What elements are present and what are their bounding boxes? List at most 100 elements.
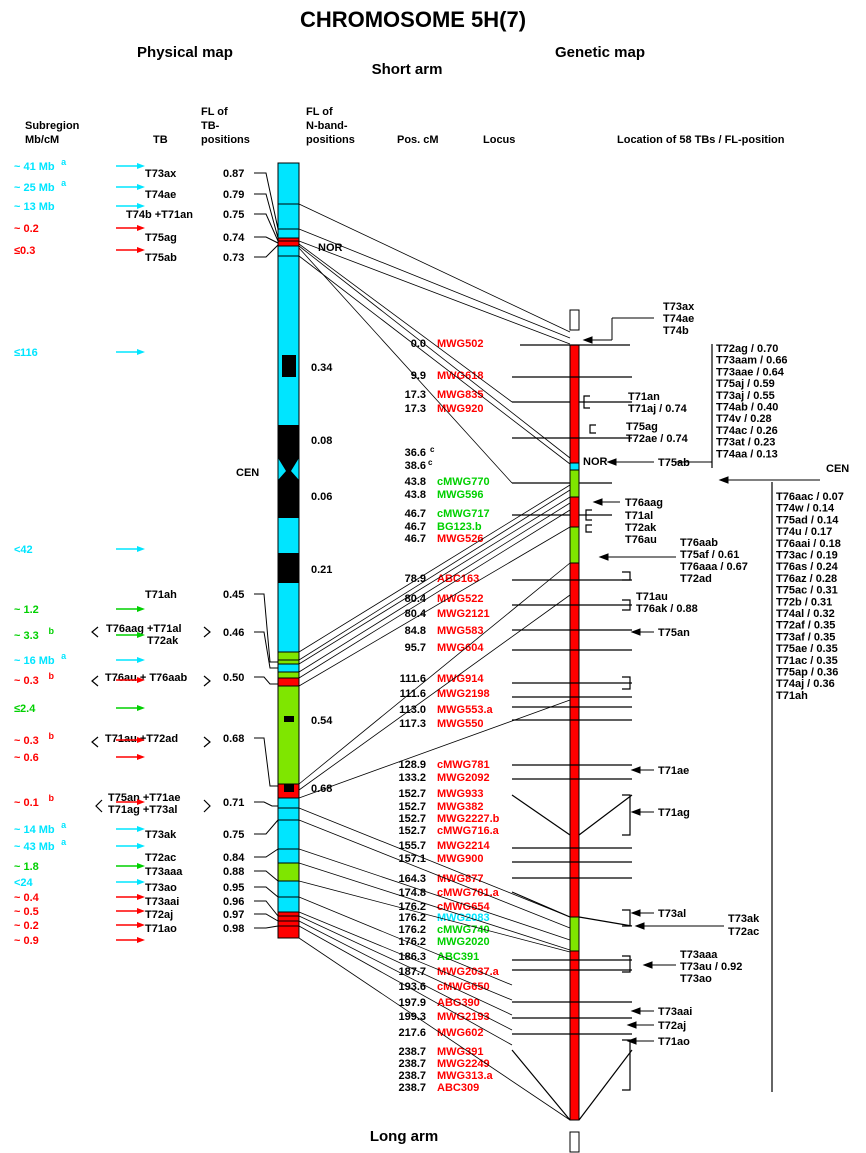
- genetic-markers: [511, 344, 633, 1121]
- locus-position: 176.2: [398, 924, 426, 936]
- tb-location-label: T73ac / 0.19: [776, 550, 838, 562]
- tb-location-label: T75ag: [626, 421, 658, 433]
- locus-header: Locus: [483, 134, 515, 146]
- locus-name: MWG2193: [437, 1011, 490, 1023]
- tb-location-label: T75ad / 0.14: [776, 514, 839, 526]
- subregion-value: ~ 1.2: [14, 604, 39, 616]
- tb-location-label: T74al / 0.32: [776, 608, 835, 620]
- tb-brackets: [91, 626, 211, 813]
- tb-label: T74b +T71an: [126, 209, 193, 221]
- fl-n-header-3: positions: [306, 134, 355, 146]
- locus-position: 152.7: [398, 813, 426, 825]
- subregion-arrowhead: [137, 203, 145, 209]
- fl-n-header-2: N-band-: [306, 120, 348, 132]
- subregion-value: ~ 3.3: [14, 630, 39, 642]
- locus-position: 238.7: [398, 1058, 426, 1070]
- tb-fl: 0.46: [223, 627, 244, 639]
- tb-location-label: T72ak: [625, 522, 657, 534]
- subregion-arrowhead: [137, 922, 145, 928]
- subregion-unit-header: Mb/cM: [25, 134, 59, 146]
- tb-location-label: T75an: [658, 627, 690, 639]
- locus-name: cMWG701.a: [437, 887, 500, 899]
- short-arm-label: Short arm: [372, 61, 443, 78]
- subregion-arrowhead: [137, 843, 145, 849]
- tb-location-label: T72ac: [728, 926, 759, 938]
- subregion-value: ~ 0.3: [14, 735, 39, 747]
- tb-fl: 0.68: [223, 733, 244, 745]
- tb-location-label: T74v / 0.28: [716, 413, 772, 425]
- locus-position: 111.6: [400, 673, 426, 685]
- subregion-value: ~ 13 Mb: [14, 201, 55, 213]
- tb-fl: 0.75: [223, 209, 244, 221]
- locus-position: 133.2: [398, 772, 426, 784]
- right-brackets: [583, 344, 773, 1092]
- subregion-sup: b: [49, 793, 55, 803]
- locus-position: 117.3: [399, 718, 426, 730]
- tb-location-label: T76aai / 0.18: [776, 538, 841, 550]
- fl-tb-header-1: FL of: [201, 106, 228, 118]
- locus-position: 80.4: [405, 608, 427, 620]
- tb-location-label: CEN: [826, 463, 849, 475]
- tb-location-label: T73af / 0.35: [776, 631, 835, 643]
- tb-label: T74ae: [145, 189, 176, 201]
- locus-name: cMWG654: [437, 901, 490, 913]
- locus-position: 78.9: [405, 573, 426, 585]
- locus-position: 84.8: [405, 625, 426, 637]
- locus-position: 152.7: [398, 788, 426, 800]
- locus-name: MWG933: [437, 788, 483, 800]
- tb-leader-lines: [254, 172, 279, 929]
- tb-location-label: T74b: [663, 325, 689, 337]
- tb-location-label: T76aac / 0.07: [776, 491, 844, 503]
- locus-position: 46.7: [405, 521, 426, 533]
- tb-location-label: T72ad: [680, 573, 712, 585]
- tb-location-label: T73aj / 0.55: [716, 390, 775, 402]
- subregion-arrowhead: [137, 247, 145, 253]
- subregion-arrowhead: [137, 632, 145, 638]
- locus-position: 176.2: [398, 912, 426, 924]
- tb-location-label: T74ac / 0.26: [716, 425, 778, 437]
- locus-position: 9.9: [411, 370, 426, 382]
- tb-location-label: T72aj: [658, 1020, 686, 1032]
- locus-position: 174.8: [398, 887, 426, 899]
- locus-position: 113.0: [399, 704, 426, 716]
- tb-label: T73ax: [145, 168, 177, 180]
- locus-position: 46.7: [405, 508, 426, 520]
- physical-chromosome: [277, 162, 300, 939]
- tb-labels: T73ax T74ae T74b +T71an T75ag T75ab T71a…: [105, 168, 193, 935]
- subregion-value: ≤2.4: [14, 703, 36, 715]
- tb-location-label: T75ab: [658, 457, 690, 469]
- nband-fl: 0.08: [311, 435, 332, 447]
- nband-fl: 0.21: [311, 564, 332, 576]
- subregion-value: ~ 0.6: [14, 752, 39, 764]
- locus-name: MWG583: [437, 625, 483, 637]
- tb-location-label: T75aj / 0.59: [716, 378, 775, 390]
- tb-location-label: T73ak: [728, 913, 760, 925]
- fl-n-header-1: FL of: [306, 106, 333, 118]
- tb-label: T71ag +T73al: [108, 804, 177, 816]
- subregion-arrowhead: [137, 826, 145, 832]
- locus-position: 95.7: [405, 642, 426, 654]
- subregion-sup: a: [61, 178, 67, 188]
- connector-lines: [298, 203, 571, 1121]
- locus-name: MWG502: [437, 338, 483, 350]
- tb-location-label: T72ag / 0.70: [716, 343, 778, 355]
- locus-name: MWG618: [437, 370, 483, 382]
- tb-location-label: T74aa / 0.13: [716, 448, 778, 460]
- locus-position: 17.3: [405, 389, 426, 401]
- tb-location-label: T72ae / 0.74: [626, 433, 689, 445]
- subregion-value: ≤116: [14, 347, 38, 359]
- locus-name: ABC391: [437, 951, 479, 963]
- nband-fl: 0.54: [311, 715, 333, 727]
- physical-map-header: Physical map: [137, 44, 233, 61]
- locus-position: 157.1: [398, 853, 426, 865]
- subregion-arrowhead: [137, 163, 145, 169]
- tb-label: T72ak: [147, 635, 179, 647]
- subregion-value: ~ 1.8: [14, 861, 39, 873]
- subregion-arrowhead: [137, 184, 145, 190]
- subregion-arrowhead: [137, 657, 145, 663]
- tb-location-label: T72af / 0.35: [776, 620, 835, 632]
- tb-location-label: T71ae: [658, 765, 689, 777]
- tb-label: T72ac: [145, 852, 176, 864]
- subregion-arrowhead: [137, 225, 145, 231]
